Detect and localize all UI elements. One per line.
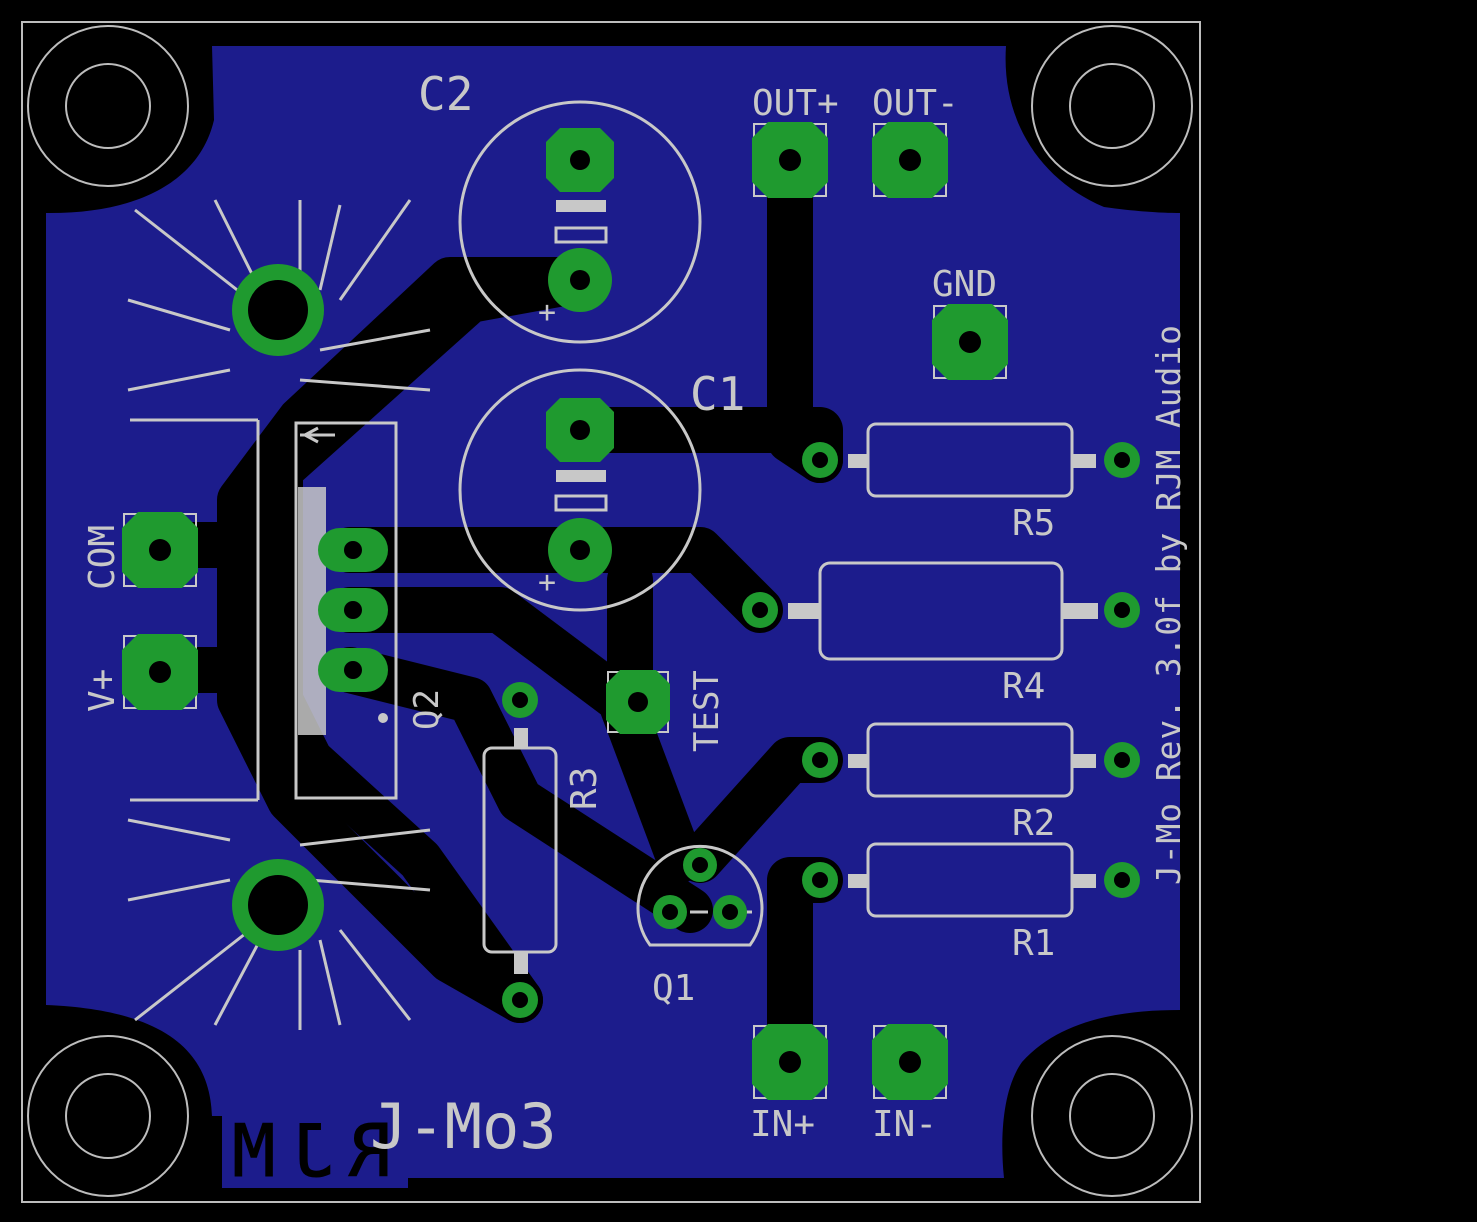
silkscreen-labels: C2 C1 OUT+ OUT- GND R5 R4 R2 R1 Q1 IN+ I… (82, 67, 1188, 1163)
capacitor-c1 (458, 368, 702, 612)
resistor-r4 (742, 561, 1140, 661)
resistor-r1 (802, 842, 1140, 918)
board-credit: J-Mo Rev. 3.0f by RJM Audio (1149, 325, 1188, 885)
traces (146, 146, 834, 1074)
label-r5: R5 (1012, 503, 1055, 544)
board-outline (21, 21, 1201, 1203)
label-gnd: GND (932, 264, 997, 305)
label-r3: R3 (564, 767, 605, 810)
rjm-logo: RJM (222, 1094, 408, 1194)
q2-pads (318, 528, 388, 692)
logo-text: RJM (232, 1109, 392, 1193)
resistor-r5 (802, 422, 1140, 498)
label-r4: R4 (1002, 666, 1045, 707)
heatsink-holes (232, 264, 324, 951)
label-r2: R2 (1012, 803, 1055, 844)
heatsink-outline (127, 199, 431, 1030)
mounting-holes (26, 24, 1194, 1198)
resistor-r2 (802, 722, 1140, 798)
label-c2-plus: + (538, 295, 556, 330)
label-c2: C2 (418, 67, 473, 121)
label-c1-plus: + (538, 565, 556, 600)
label-c1: C1 (690, 367, 745, 421)
capacitor-c2 (458, 100, 702, 344)
resistor-r3 (482, 682, 558, 1018)
label-com: COM (82, 525, 123, 590)
label-v-plus: V+ (82, 669, 123, 712)
label-in-plus: IN+ (750, 1104, 815, 1145)
label-out-plus: OUT+ (752, 83, 839, 124)
q1-outline (636, 844, 764, 947)
terminal-pads (122, 122, 1008, 1100)
label-r1: R1 (1012, 923, 1055, 964)
label-in-minus: IN- (872, 1104, 937, 1145)
label-q2: Q2 (407, 689, 447, 730)
label-q1: Q1 (652, 968, 695, 1009)
label-out-minus: OUT- (872, 83, 959, 124)
label-test: TEST (687, 670, 727, 752)
board-title: J-Mo3 (370, 1090, 557, 1163)
